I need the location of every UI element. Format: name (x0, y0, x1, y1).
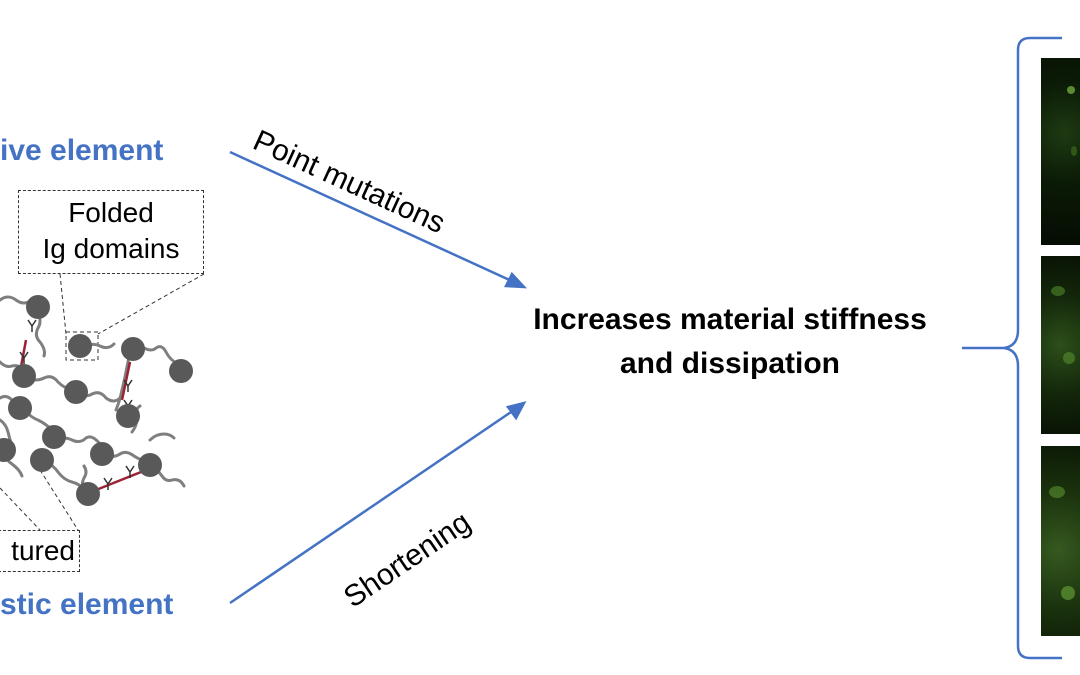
ig-domain (169, 359, 193, 383)
cell-spot (1049, 486, 1065, 498)
ig-domain (8, 396, 32, 420)
ig-domain (121, 337, 145, 361)
callout-line-lower-right (39, 469, 79, 531)
unfolded-partial-label: tured (11, 535, 75, 566)
cell-spot (1067, 86, 1075, 94)
ig-domain (68, 334, 92, 358)
bottom-element-label: stic element (0, 588, 174, 621)
callout-line-lower-left (0, 487, 41, 531)
result-line-1: Increases material stiffness (533, 303, 927, 336)
ig-domain (12, 364, 36, 388)
crosslink-3 (95, 468, 147, 492)
cell-spot (1051, 286, 1065, 296)
folded-line-1: Folded (68, 197, 154, 228)
crosslink-y-icon (123, 379, 133, 392)
ig-domain (30, 448, 54, 472)
arrow-bottom-head (505, 401, 527, 421)
ig-domain (90, 442, 114, 466)
ig-domain (26, 295, 50, 319)
crosslink-symbols (19, 319, 135, 490)
crosslink-y-icon (19, 351, 29, 364)
arrows (229, 150, 528, 605)
microscopy-panel-bottom (1041, 446, 1080, 636)
cell-spot (1071, 146, 1077, 156)
curly-brace (962, 36, 1062, 660)
callout-line-left (59, 273, 67, 335)
ig-domain (138, 453, 162, 477)
crosslink-y-icon (103, 477, 113, 490)
cell-spot (1063, 352, 1075, 364)
top-element-label: ive element (0, 134, 164, 167)
crosslink-y-icon (125, 465, 135, 478)
result-line-2: and dissipation (619, 347, 841, 380)
microscopy-panel-top (1041, 58, 1080, 245)
ig-domain (42, 425, 66, 449)
folded-ig-domains (0, 295, 193, 506)
result-text: Increases material stiffness and dissipa… (500, 298, 960, 386)
cell-spot (1061, 586, 1075, 600)
ig-domain (76, 482, 100, 506)
ig-domain (64, 380, 88, 404)
unfolded-domains-callout: tured (0, 530, 80, 572)
callout-line-right (97, 273, 205, 335)
arrow-top-head (504, 271, 528, 289)
arrow-top-line (229, 150, 515, 284)
ig-domain (116, 404, 140, 428)
ig-domain (0, 438, 16, 462)
arrow-bottom-line (229, 408, 515, 605)
microscopy-panel-middle (1041, 256, 1080, 434)
folded-domains-callout: Folded Ig domains (18, 190, 204, 274)
crosslink-y-icon (27, 319, 37, 332)
folded-line-2: Ig domains (42, 233, 180, 264)
crosslink-2 (120, 361, 132, 401)
